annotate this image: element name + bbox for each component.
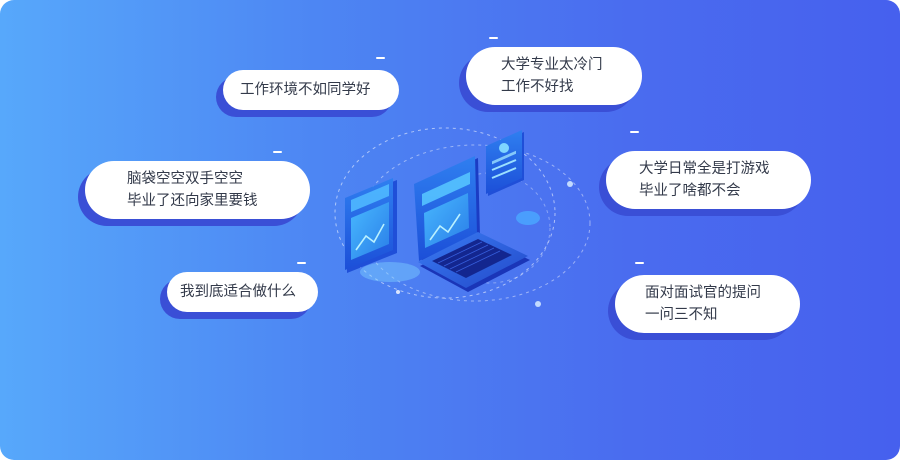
bubble-text: 面对面试官的提问: [645, 285, 761, 301]
speech-bubble: 面对面试官的提问 一问三不知: [615, 275, 800, 333]
bubble-text: 毕业了还向家里要钱: [127, 193, 258, 209]
bubble-text: 脑袋空空双手空空: [127, 171, 243, 187]
bubble-text: 大学日常全是打游戏: [639, 161, 770, 177]
bubble-dash: [297, 262, 306, 264]
bubble-dash: [376, 57, 385, 59]
bubble-dash: [630, 131, 639, 133]
bubble-text: 大学专业太冷门: [501, 57, 603, 73]
bubble-text: 毕业了啥都不会: [639, 183, 741, 199]
speech-bubble: 工作环境不如同学好: [223, 70, 399, 110]
speech-bubble: 脑袋空空双手空空 毕业了还向家里要钱: [85, 161, 310, 219]
bubble-text: 一问三不知: [645, 307, 718, 323]
bubble-dash: [489, 37, 498, 39]
speech-bubble: 大学日常全是打游戏 毕业了啥都不会: [606, 151, 811, 209]
speech-bubble: 大学专业太冷门 工作不好找: [466, 47, 642, 105]
bubble-text: 工作不好找: [501, 79, 574, 95]
speech-bubble: 我到底适合做什么: [167, 272, 318, 312]
bubble-dash: [635, 262, 644, 264]
laptop-dashboard-icon: [334, 127, 591, 307]
bubble-text: 工作环境不如同学好: [240, 82, 371, 98]
bubble-dash: [273, 151, 282, 153]
bubble-text: 我到底适合做什么: [180, 284, 296, 300]
